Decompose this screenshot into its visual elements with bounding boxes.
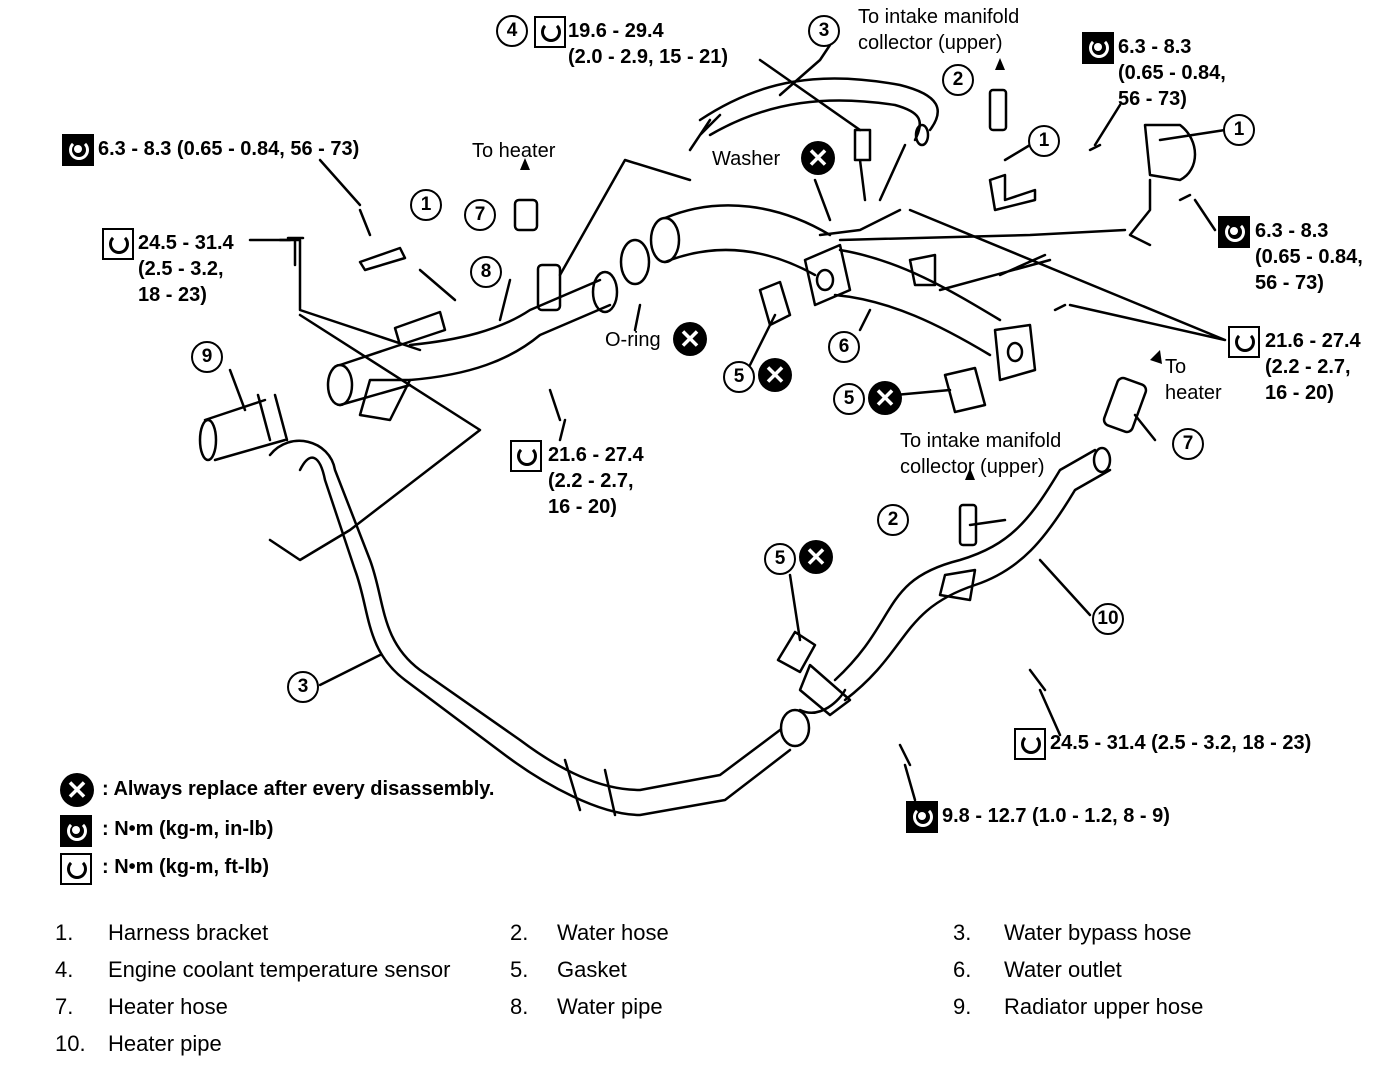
label-to-intake-lower: To intake manifold collector (upper) <box>900 430 1062 478</box>
legend-inlb: : N•m (kg-m, in-lb) <box>102 818 274 840</box>
callout-3: 3 <box>287 671 319 703</box>
part-name: Water outlet <box>1004 957 1122 982</box>
water-bypass-hose-upper <box>698 77 939 132</box>
torque-inlb-icon <box>906 801 938 833</box>
label-to-heater-right: To heater <box>1165 356 1222 404</box>
legend-replace: : Always replace after every disassembly… <box>102 778 495 800</box>
part-number: 10. <box>55 1031 86 1056</box>
water-outlet <box>833 248 1002 357</box>
label-oring: O-ring <box>605 329 661 351</box>
torque-top-left: 6.3 - 8.3 (0.65 - 0.84, 56 - 73) <box>98 138 360 160</box>
replace-icon: ✕ <box>60 773 94 807</box>
torque-right-outlet: 21.6 - 27.4 (2.2 - 2.7, 16 - 20) <box>1265 330 1361 404</box>
part-number: 8. <box>510 994 529 1019</box>
part-number: 7. <box>55 994 74 1019</box>
part-name: Gasket <box>557 957 627 982</box>
callout-10: 10 <box>1092 603 1124 635</box>
part-number: 3. <box>953 920 972 945</box>
part-number: 1. <box>55 920 74 945</box>
torque-right-mid: 6.3 - 8.3 (0.65 - 0.84, 56 - 73) <box>1255 220 1363 294</box>
o-ring <box>619 238 651 286</box>
callout-5: 5 <box>764 543 796 575</box>
callout-1: 1 <box>410 189 442 221</box>
torque-top-right: 6.3 - 8.3 (0.65 - 0.84, 56 - 73) <box>1118 36 1226 110</box>
replace-icon: ✕ <box>758 358 792 392</box>
torque-inlb-icon <box>62 134 94 166</box>
label-to-intake-upper: To intake manifold collector (upper) <box>858 6 1020 54</box>
harness-bracket-right <box>1143 123 1197 182</box>
replace-icon: ✕ <box>868 381 902 415</box>
callout-9: 9 <box>191 341 223 373</box>
label-to-heater-top: To heater <box>472 140 556 162</box>
water-hose-top <box>988 88 1008 132</box>
hose-end-lower <box>779 708 811 748</box>
callout-2: 2 <box>942 64 974 96</box>
legend-ftlb: : N•m (kg-m, ft-lb) <box>102 856 269 878</box>
callout-6: 6 <box>828 331 860 363</box>
heater-pipe <box>833 448 1097 682</box>
torque-ftlb-icon <box>60 853 92 885</box>
part-name: Engine coolant temperature sensor <box>108 957 451 982</box>
part-name: Heater hose <box>108 994 228 1019</box>
part-name: Radiator upper hose <box>1004 994 1204 1019</box>
torque-left-bolt: 24.5 - 31.4 (2.5 - 3.2, 18 - 23) <box>138 232 234 306</box>
torque-ftlb-icon <box>510 440 542 472</box>
coolant-temp-sensor <box>853 128 872 202</box>
callout-5: 5 <box>723 361 755 393</box>
heater-hose-top <box>513 198 539 232</box>
replace-icon: ✕ <box>801 141 835 175</box>
radiator-upper-hose <box>203 398 287 462</box>
part-name: Water pipe <box>557 994 663 1019</box>
part-number: 4. <box>55 957 74 982</box>
part-name: Water bypass hose <box>1004 920 1192 945</box>
replace-icon: ✕ <box>673 322 707 356</box>
part-name: Heater pipe <box>108 1031 222 1056</box>
torque-sensor: 19.6 - 29.4 (2.0 - 2.9, 15 - 21) <box>568 20 729 68</box>
callout-1: 1 <box>1223 114 1255 146</box>
heater-hose-right <box>1102 376 1148 434</box>
torque-inlb-icon <box>1082 32 1114 64</box>
callout-2: 2 <box>877 504 909 536</box>
water-bypass-hose-lower <box>268 439 782 792</box>
callout-1: 1 <box>1028 125 1060 157</box>
torque-ftlb-icon <box>534 16 566 48</box>
callout-4: 4 <box>496 15 528 47</box>
torque-inlb-icon <box>60 815 92 847</box>
callout-7: 7 <box>1172 428 1204 460</box>
part-number: 6. <box>953 957 972 982</box>
torque-center: 21.6 - 27.4 (2.2 - 2.7, 16 - 20) <box>548 444 644 518</box>
torque-inlb-icon <box>1218 216 1250 248</box>
callout-8: 8 <box>470 256 502 288</box>
torque-ftlb-icon <box>102 228 134 260</box>
part-number: 9. <box>953 994 972 1019</box>
water-pipe <box>408 278 602 347</box>
callout-7: 7 <box>464 199 496 231</box>
harness-bracket-left <box>358 246 407 272</box>
label-washer: Washer <box>712 148 781 170</box>
torque-ftlb-icon <box>1014 728 1046 760</box>
part-number: 2. <box>510 920 529 945</box>
part-number: 5. <box>510 957 529 982</box>
callout-3: 3 <box>808 15 840 47</box>
torque-bottom: 9.8 - 12.7 (1.0 - 1.2, 8 - 9) <box>942 805 1170 827</box>
replace-icon: ✕ <box>799 540 833 574</box>
harness-bracket-mid <box>988 173 1037 212</box>
part-name: Harness bracket <box>108 920 269 945</box>
torque-ftlb-icon <box>1228 326 1260 358</box>
torque-heater-pipe: 24.5 - 31.4 (2.5 - 3.2, 18 - 23) <box>1050 732 1312 754</box>
callout-5: 5 <box>833 383 865 415</box>
part-name: Water hose <box>557 920 669 945</box>
